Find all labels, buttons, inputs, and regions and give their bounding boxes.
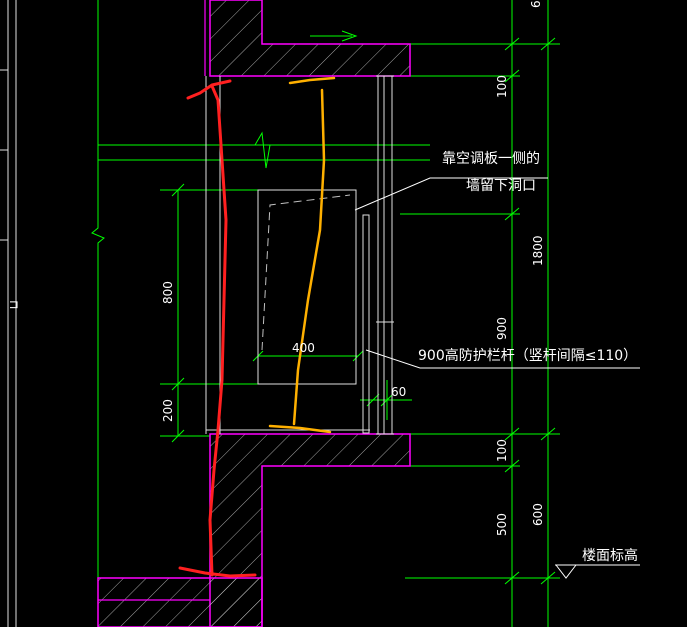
- leader-lines: [354, 177, 640, 369]
- dim-60: 60: [391, 385, 406, 399]
- orange-markup-line: [268, 76, 336, 434]
- green-lines: [91, 0, 560, 627]
- dim-600: 600: [531, 503, 545, 526]
- ac-opening: [257, 189, 357, 385]
- railing: [362, 75, 394, 435]
- frame-edge-text: ⊓: [7, 300, 21, 309]
- dim-top-partial: 60: [529, 0, 543, 8]
- dim-500: 500: [495, 513, 509, 536]
- wall-lines: [205, 76, 370, 434]
- lower-wall: [97, 433, 411, 627]
- note-railing: 900高防护栏杆（竖杆间隔≤110）: [418, 347, 637, 364]
- note-ac-board-line2: 墙留下洞口: [466, 178, 536, 194]
- dim-200: 200: [161, 399, 175, 422]
- dim-400: 400: [292, 341, 315, 355]
- dim-900: 900: [495, 317, 509, 340]
- upper-wall: [204, 0, 411, 77]
- dim-100-upper: 100: [495, 75, 509, 98]
- red-markup-line: [178, 79, 257, 578]
- floor-level-mark: [555, 564, 640, 579]
- dim-800: 800: [161, 281, 175, 304]
- dim-1800: 1800: [531, 235, 545, 266]
- note-ac-board-line1: 靠空调板一侧的: [442, 151, 540, 167]
- note-floor-level: 楼面标高: [582, 547, 638, 564]
- frame-lines: [0, 0, 17, 627]
- dim-100-lower: 100: [495, 439, 509, 462]
